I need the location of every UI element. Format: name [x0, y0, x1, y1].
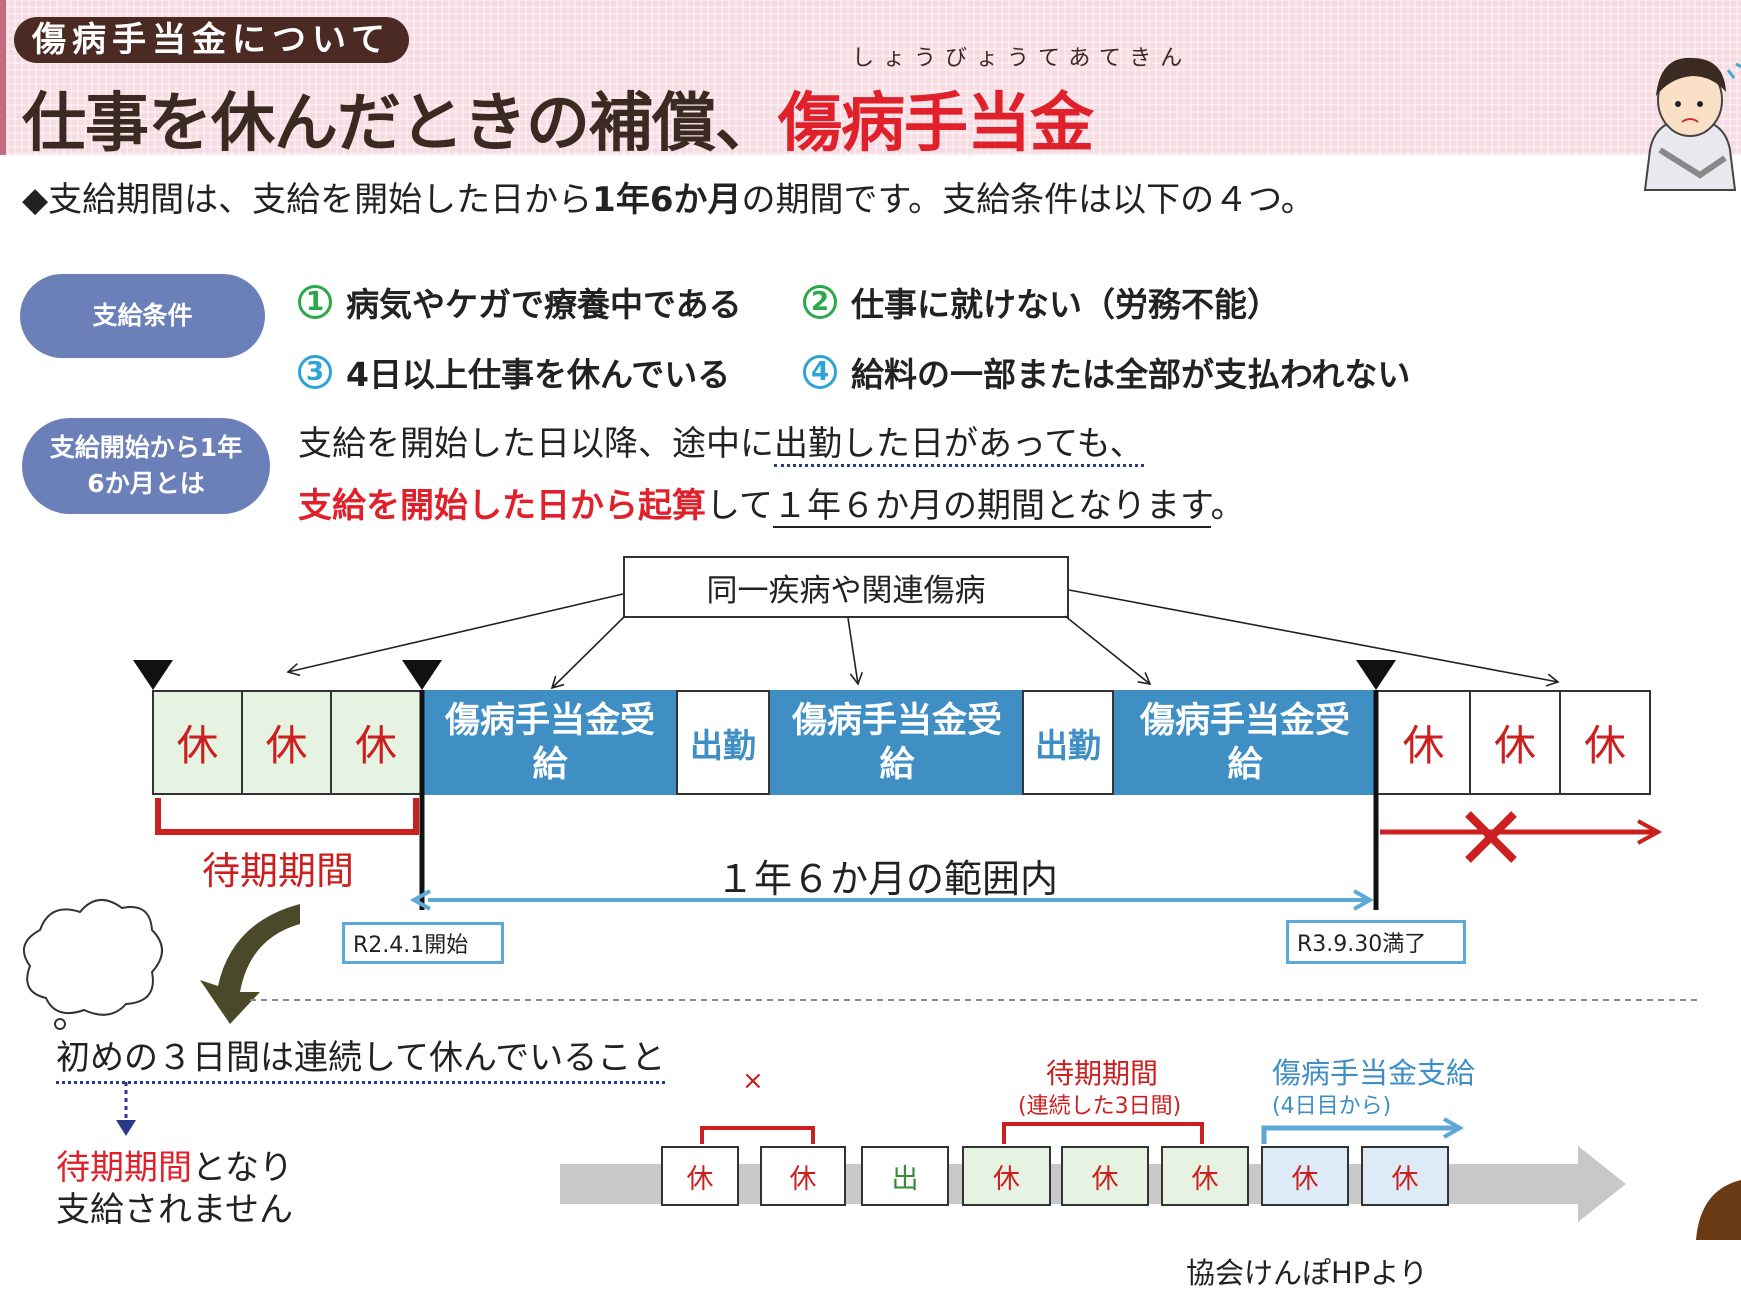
caution-result-1: 待期期間となり: [56, 1140, 293, 1189]
period-line-2: 支給を開始した日から起算して１年６か月の期間となります。: [298, 478, 1245, 528]
period-label-oval: 支給開始から1年6か月とは: [22, 418, 270, 514]
example-benefit-arrow: [1261, 1128, 1460, 1144]
title-highlight: 傷病手当金: [778, 87, 1094, 161]
caution-result-red: 待期期間: [56, 1148, 192, 1188]
condition-number: 4: [803, 355, 837, 389]
non-continuous-bracket: [700, 1126, 815, 1144]
section-pill-title: 傷病手当金について: [14, 17, 409, 63]
example-timeline-arrowhead: [1578, 1146, 1626, 1222]
caution-badge: 注意: [57, 951, 117, 986]
work-day-cell: 出勤: [1022, 690, 1114, 795]
condition-text: 病気やケガで療養中である: [346, 285, 742, 324]
title-prefix: 仕事を休んだときの補償、: [22, 87, 779, 161]
condition-number: 1: [298, 285, 332, 319]
example-cell: 休: [1261, 1146, 1349, 1206]
curved-down-arrow-icon: [200, 904, 300, 1024]
condition-1: 1 病気やケガで療養中である: [298, 278, 742, 326]
waiting-period-label: 待期期間: [202, 849, 355, 893]
benefit-received-cell: 傷病手当金受給: [422, 690, 678, 795]
title-ruby: しょうびょうてあてきん: [852, 46, 1192, 71]
intro-text: ◆支給期間は、支給を開始した日から1年6か月の期間です。支給条件は以下の４つ。: [22, 172, 1315, 221]
period-line2-end: 。: [1210, 486, 1245, 526]
condition-text: 給料の一部または全部が支払われない: [851, 355, 1411, 394]
source-credit: 協会けんぽHPより: [1186, 1256, 1428, 1290]
work-day-cell: 出勤: [676, 690, 770, 795]
period-line1-b: 出勤した日があっても、: [774, 424, 1144, 467]
example-benefit-title: 傷病手当金支給: [1272, 1056, 1476, 1090]
condition-number: 3: [298, 355, 332, 389]
intro-post: の期間です。支給条件は以下の４つ。: [741, 180, 1315, 220]
example-cell: 休: [661, 1146, 739, 1206]
end-date-label: R3.9.30満了: [1286, 920, 1466, 964]
rest-cell: 休: [1376, 690, 1471, 795]
not-continuous-x-mark: ×: [742, 1066, 764, 1096]
page-title: 仕事を休んだときの補償、傷病手当金: [22, 72, 1094, 164]
period-line2-mid: して: [706, 486, 773, 526]
benefit-start-marker-icon: [402, 660, 442, 690]
header-edge: [0, 0, 6, 155]
condition-text: 4日以上仕事を休んでいる: [346, 355, 731, 394]
rest-cell: 休: [152, 690, 243, 795]
period-line1-a: 支給を開始した日以降、途中に: [298, 424, 774, 464]
corner-decoration: [1696, 1180, 1741, 1240]
benefit-received-cell: 傷病手当金受給: [770, 690, 1024, 795]
example-cell: 出: [861, 1146, 949, 1206]
intro-pre: ◆支給期間は、支給を開始した日から: [22, 180, 593, 220]
start-marker-icon: [133, 660, 173, 690]
conditions-label-oval: 支給条件: [20, 274, 265, 358]
period-line2-underlined: １年６か月の期間となります: [772, 486, 1211, 528]
period-line2-red: 支給を開始した日から起算: [298, 486, 706, 526]
example-cell: 休: [962, 1146, 1051, 1206]
condition-3: 3 4日以上仕事を休んでいる: [298, 348, 730, 396]
start-date-label: R2.4.1開始: [342, 922, 504, 964]
rest-cell: 休: [1469, 690, 1561, 795]
condition-number: 2: [803, 285, 837, 319]
intro-bold: 1年6か月: [592, 180, 742, 220]
condition-2: 2 仕事に就けない（労務不能）: [803, 278, 1280, 326]
example-cell: 休: [1361, 1146, 1449, 1206]
waiting-period-bracket: [155, 798, 419, 835]
caution-down-arrow: [116, 1082, 136, 1136]
same-illness-label: 同一疾病や関連傷病: [623, 556, 1069, 618]
example-benefit-sub: (4日目から): [1272, 1094, 1392, 1119]
condition-4: 4 給料の一部または全部が支払われない: [803, 348, 1410, 396]
example-cell: 休: [1061, 1146, 1149, 1206]
benefit-received-cell: 傷病手当金受給: [1114, 690, 1376, 795]
rest-cell: 休: [330, 690, 422, 795]
no-benefit-x-icon: [1465, 811, 1517, 863]
caution-result-a: となり: [192, 1148, 293, 1188]
condition-text: 仕事に就けない（労務不能）: [851, 285, 1280, 324]
example-waiting-bracket: [1002, 1122, 1204, 1144]
caution-result-2: 支給されません: [56, 1190, 293, 1230]
example-waiting-title: 待期期間: [1046, 1057, 1159, 1090]
caution-rule: 初めの３日間は連続して休んでいること: [56, 1030, 666, 1084]
benefit-end-marker-icon: [1356, 660, 1396, 690]
period-line-1: 支給を開始した日以降、途中に出勤した日があっても、: [298, 416, 1144, 467]
rest-cell: 休: [1559, 690, 1651, 795]
example-cell: 休: [1161, 1146, 1249, 1206]
rest-cell: 休: [241, 690, 332, 795]
example-cell: 休: [760, 1146, 846, 1206]
example-waiting-sub: (連続した3日間): [1018, 1094, 1182, 1119]
range-label: １年６か月の範囲内: [716, 857, 1059, 901]
